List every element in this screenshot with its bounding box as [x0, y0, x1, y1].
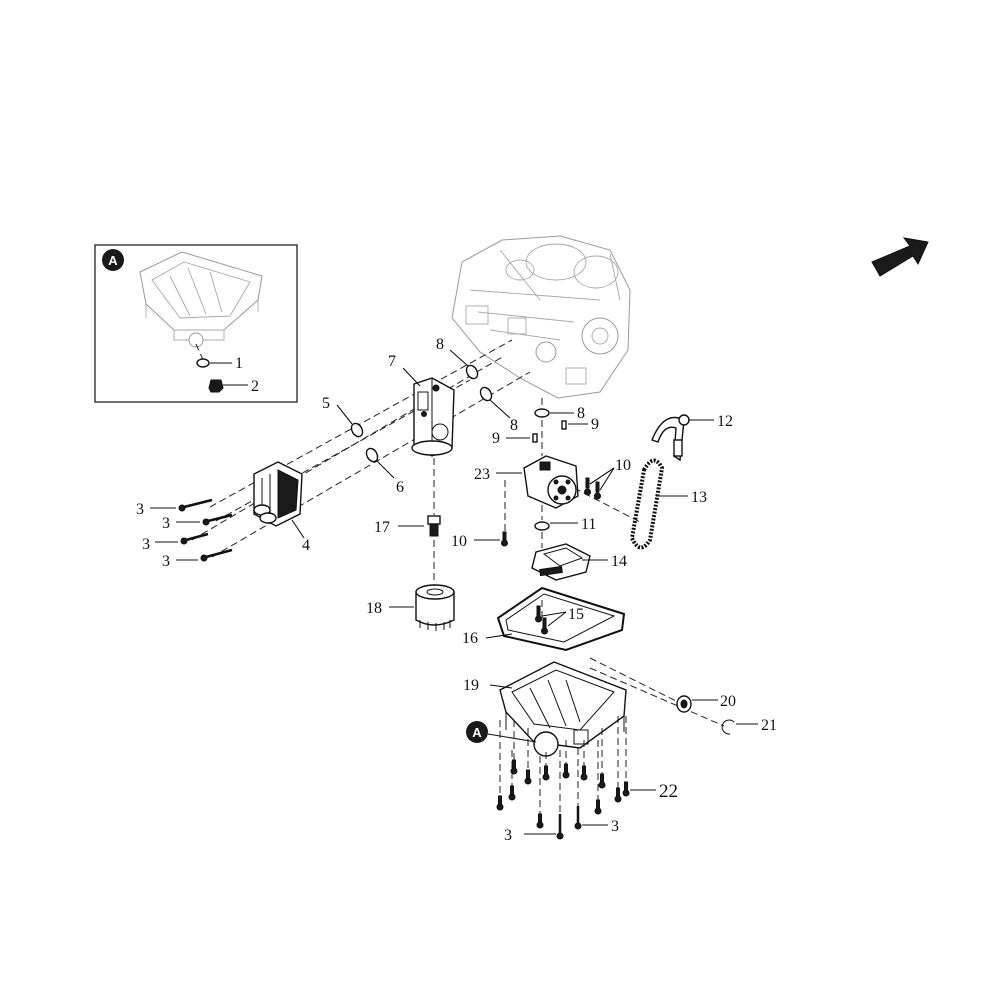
leader-15-2 [547, 611, 567, 627]
callout-16: 16 [462, 630, 478, 647]
callout-3c: 3 [142, 536, 150, 553]
chain-guide [651, 414, 690, 462]
callout-10b: 10 [451, 533, 467, 550]
callout-1: 1 [235, 355, 243, 372]
callout-8b: 8 [510, 417, 518, 434]
pan-bolts [496, 716, 630, 829]
engine-block-ghost [451, 235, 631, 399]
oil-pump [523, 455, 579, 509]
callout-23: 23 [474, 466, 490, 483]
leader-19 [489, 684, 513, 689]
callout-13: 13 [691, 489, 707, 506]
dowel-9-left [532, 433, 538, 443]
o-ring-8-upper [465, 364, 479, 380]
leader-8a [449, 349, 469, 367]
callout-17: 17 [374, 519, 390, 536]
o-ring-8-pump [534, 408, 550, 418]
detail-badge: A [102, 249, 124, 271]
callout-4: 4 [302, 537, 310, 554]
oil-cooler [253, 461, 303, 527]
leader-8b [489, 399, 511, 419]
detail-oil-pan-ghost [139, 251, 263, 348]
o-ring-6 [365, 447, 379, 463]
callout-8a: 8 [436, 336, 444, 353]
detail-badge-circle [102, 249, 124, 271]
callout-3b: 3 [162, 515, 170, 532]
drive-chain [629, 458, 665, 550]
callout-3d: 3 [162, 553, 170, 570]
leader-4 [291, 519, 305, 539]
leader-10a-1 [589, 467, 615, 485]
pan-badge-circle [466, 721, 488, 743]
callout-3e: 3 [504, 827, 512, 844]
seal-20 [676, 695, 692, 713]
callout-5: 5 [322, 395, 330, 412]
dowel-9-right [561, 420, 567, 430]
callout-20: 20 [720, 693, 736, 710]
filter-fitting [427, 515, 441, 537]
cooler-bolts [178, 498, 233, 562]
oil-strainer [531, 543, 591, 581]
pan-gasket [496, 586, 626, 652]
callout-2: 2 [251, 378, 259, 395]
o-ring-5 [350, 422, 364, 438]
pan-long-bolts [556, 806, 582, 840]
pump-bolts [501, 477, 601, 547]
oil-filter-housing [411, 377, 455, 457]
oil-pan [499, 661, 627, 757]
detail-badge-letter: A [108, 253, 118, 268]
callout-3a: 3 [136, 501, 144, 518]
o-ring-8-lower [479, 386, 493, 402]
callout-21: 21 [761, 717, 777, 734]
strainer-bolts [535, 605, 548, 635]
drain-plug [208, 379, 224, 393]
leader-6 [375, 459, 395, 479]
o-ring-11 [534, 521, 550, 531]
callout-8c: 8 [577, 405, 585, 422]
leader-15-1 [541, 611, 567, 617]
clip-21 [721, 719, 735, 735]
front-arrow-icon [871, 237, 929, 277]
callout-15: 15 [568, 606, 584, 623]
detail-inset: A 1 2 [94, 244, 298, 403]
drain-washer [196, 358, 210, 368]
callout-19: 19 [463, 677, 479, 694]
callout-3f: 3 [611, 818, 619, 835]
leader-10a-2 [599, 467, 615, 491]
callout-6: 6 [396, 479, 404, 496]
pan-badge-letter: A [472, 725, 482, 740]
leader-7 [402, 367, 421, 387]
callout-9a: 9 [492, 430, 500, 447]
callout-9b: 9 [591, 416, 599, 433]
callout-18: 18 [366, 600, 382, 617]
leader-16 [485, 633, 513, 639]
callout-22: 22 [659, 781, 678, 802]
callout-11: 11 [581, 516, 596, 533]
oil-filter [415, 584, 455, 631]
callout-10a: 10 [615, 457, 631, 474]
callout-14: 14 [611, 553, 627, 570]
leader-5 [336, 404, 353, 425]
callout-7: 7 [388, 353, 396, 370]
callout-12: 12 [717, 413, 733, 430]
